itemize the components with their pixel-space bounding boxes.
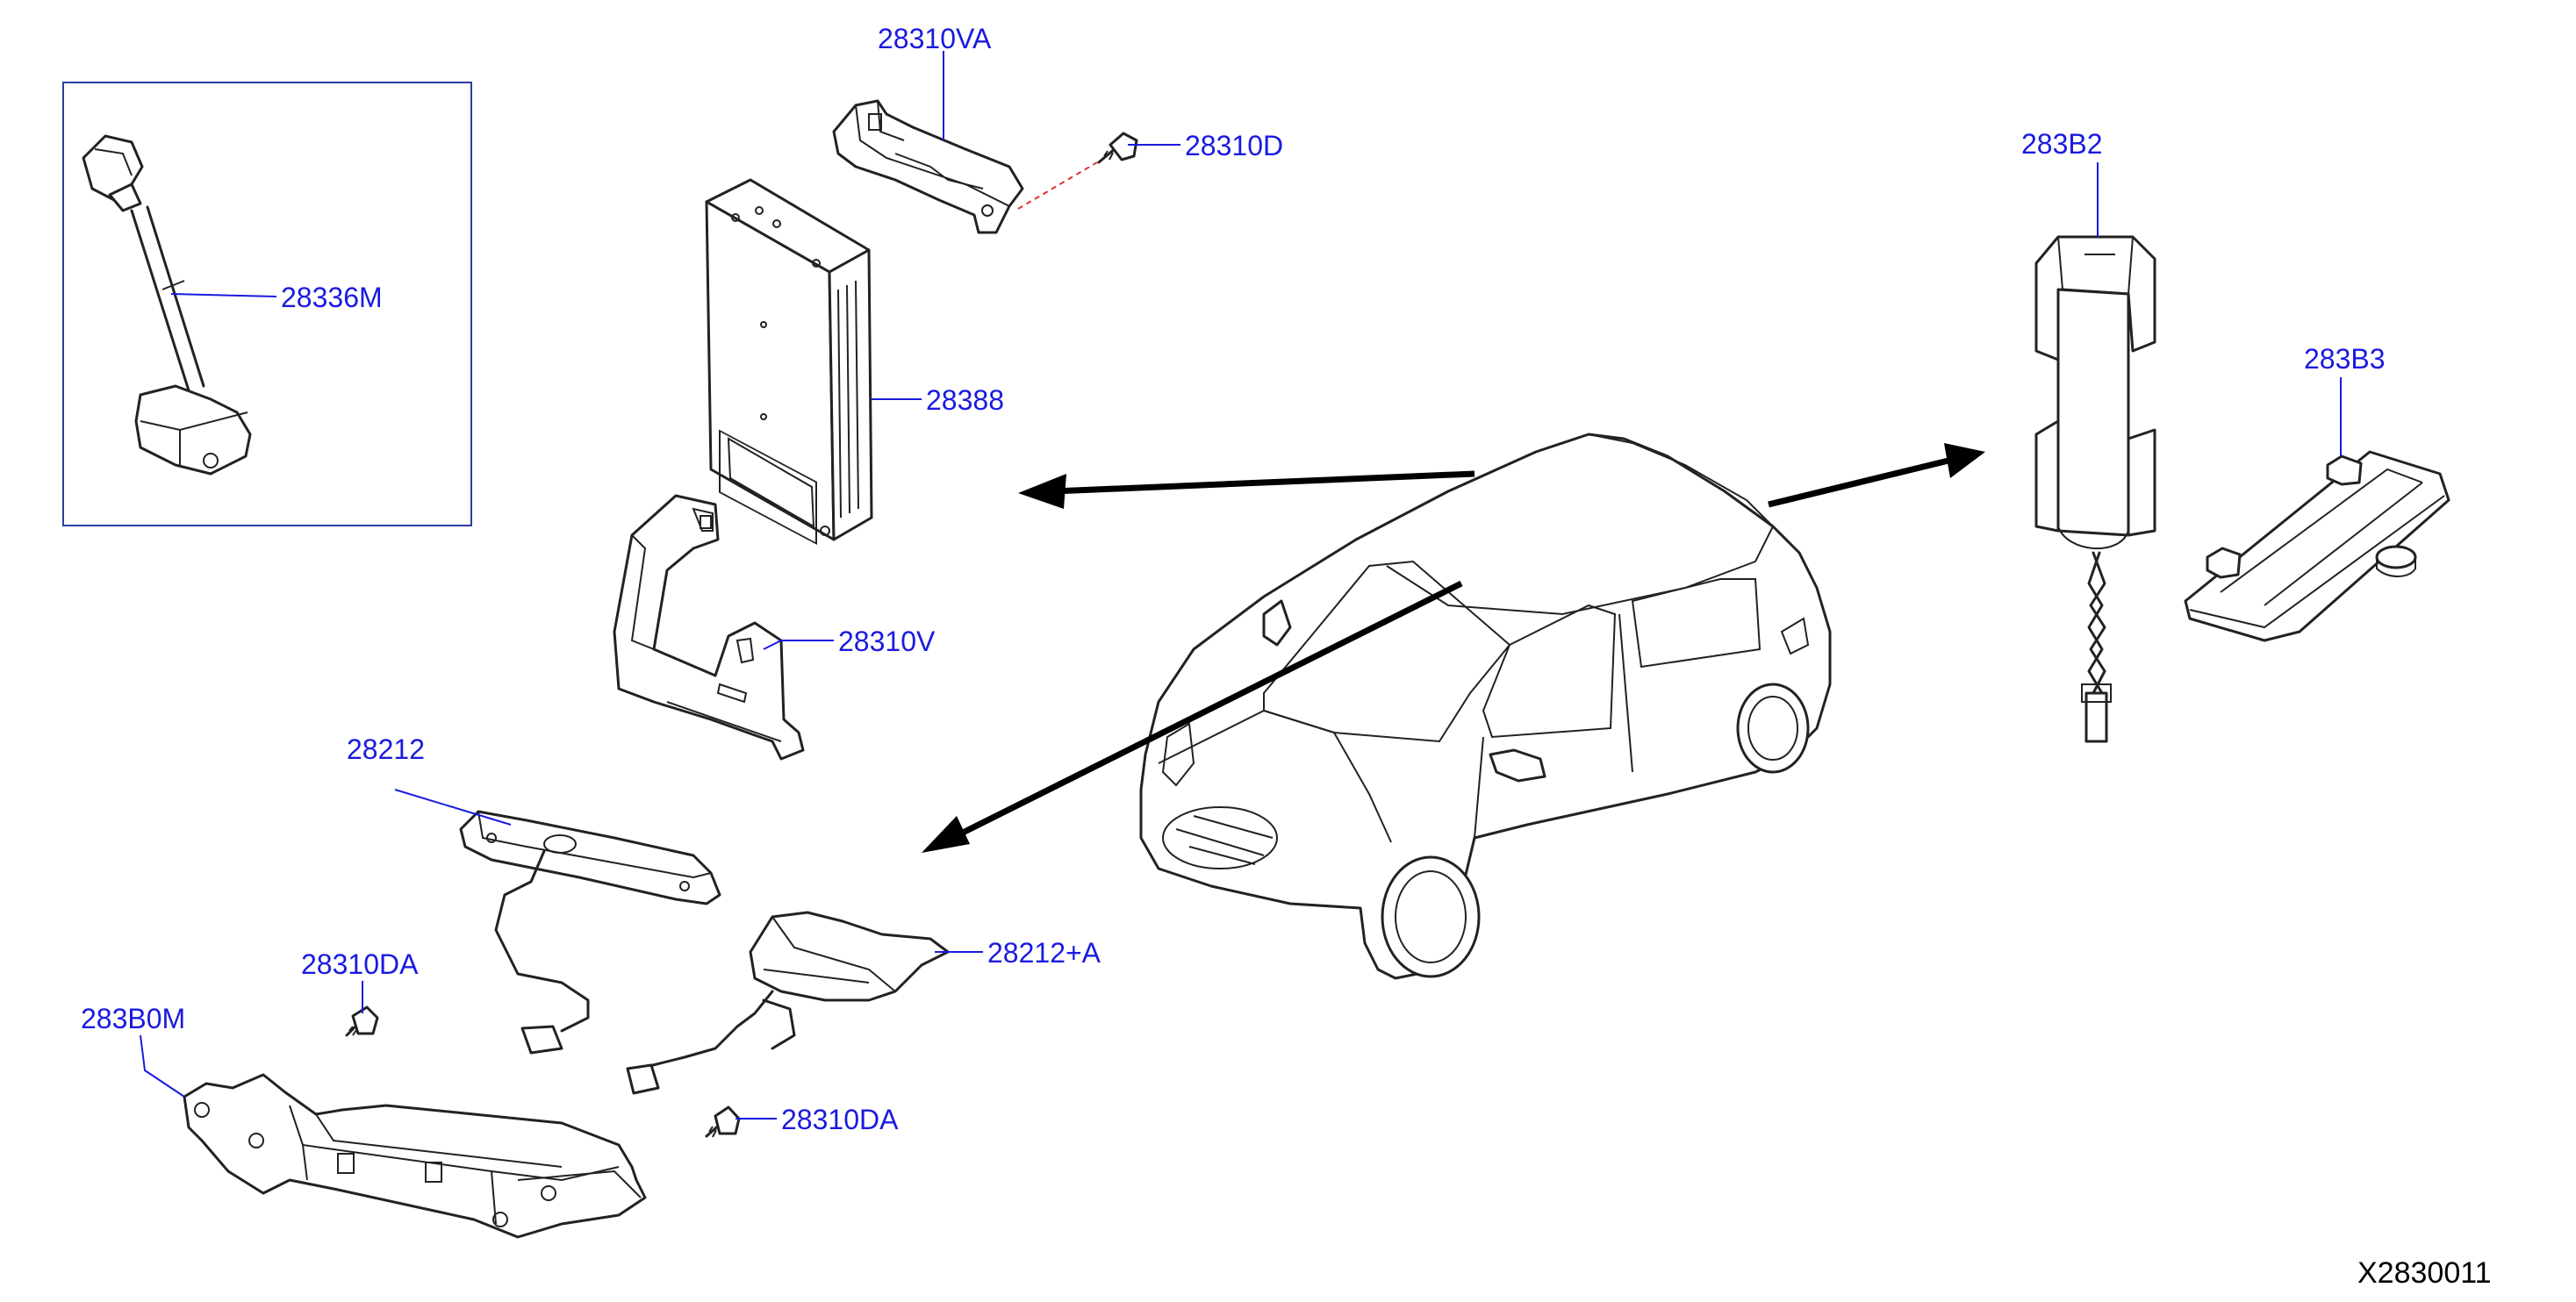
vehicle-drawing xyxy=(1139,433,1832,980)
inset-28336M xyxy=(62,82,472,526)
part-28310V-drawing xyxy=(613,494,805,761)
part-28212A-drawing xyxy=(626,911,950,1095)
arrow-to-283B2 xyxy=(1768,443,1985,508)
part-28310D-drawing xyxy=(1097,132,1138,164)
leader-28310V xyxy=(763,640,834,650)
label-28212A: 28212+A xyxy=(987,937,1101,969)
leader-283B0M xyxy=(140,1034,185,1098)
label-28212: 28212 xyxy=(347,733,425,765)
part-28388-drawing xyxy=(705,178,873,546)
label-283B3: 283B3 xyxy=(2304,343,2386,375)
label-28310DA-upper: 28310DA xyxy=(301,948,419,980)
label-28310VA: 28310VA xyxy=(878,23,992,54)
arrow-to-28388 xyxy=(1018,470,1475,509)
label-28388: 28388 xyxy=(926,384,1004,416)
label-28336M: 28336M xyxy=(281,282,383,313)
label-28310DA-lower: 28310DA xyxy=(781,1104,899,1135)
part-28310DA-lower-drawing xyxy=(705,1105,741,1138)
part-28310VA-drawing xyxy=(832,99,1024,234)
label-28310V: 28310V xyxy=(838,626,936,657)
part-283B3-drawing xyxy=(2184,450,2450,642)
part-28310DA-upper-drawing xyxy=(345,1005,379,1037)
part-283B0M-drawing xyxy=(183,1073,647,1239)
leader-28336M xyxy=(170,293,277,297)
part-283B2-drawing xyxy=(2034,235,2156,743)
diagram-id: X2830011 xyxy=(2357,1256,2492,1290)
part-28212-drawing xyxy=(459,810,721,1055)
label-28310D: 28310D xyxy=(1185,130,1283,161)
arrow-to-antenna xyxy=(922,580,1463,853)
label-283B2: 283B2 xyxy=(2021,128,2103,160)
leader-28212 xyxy=(394,789,512,826)
label-283B0M: 283B0M xyxy=(81,1003,185,1034)
